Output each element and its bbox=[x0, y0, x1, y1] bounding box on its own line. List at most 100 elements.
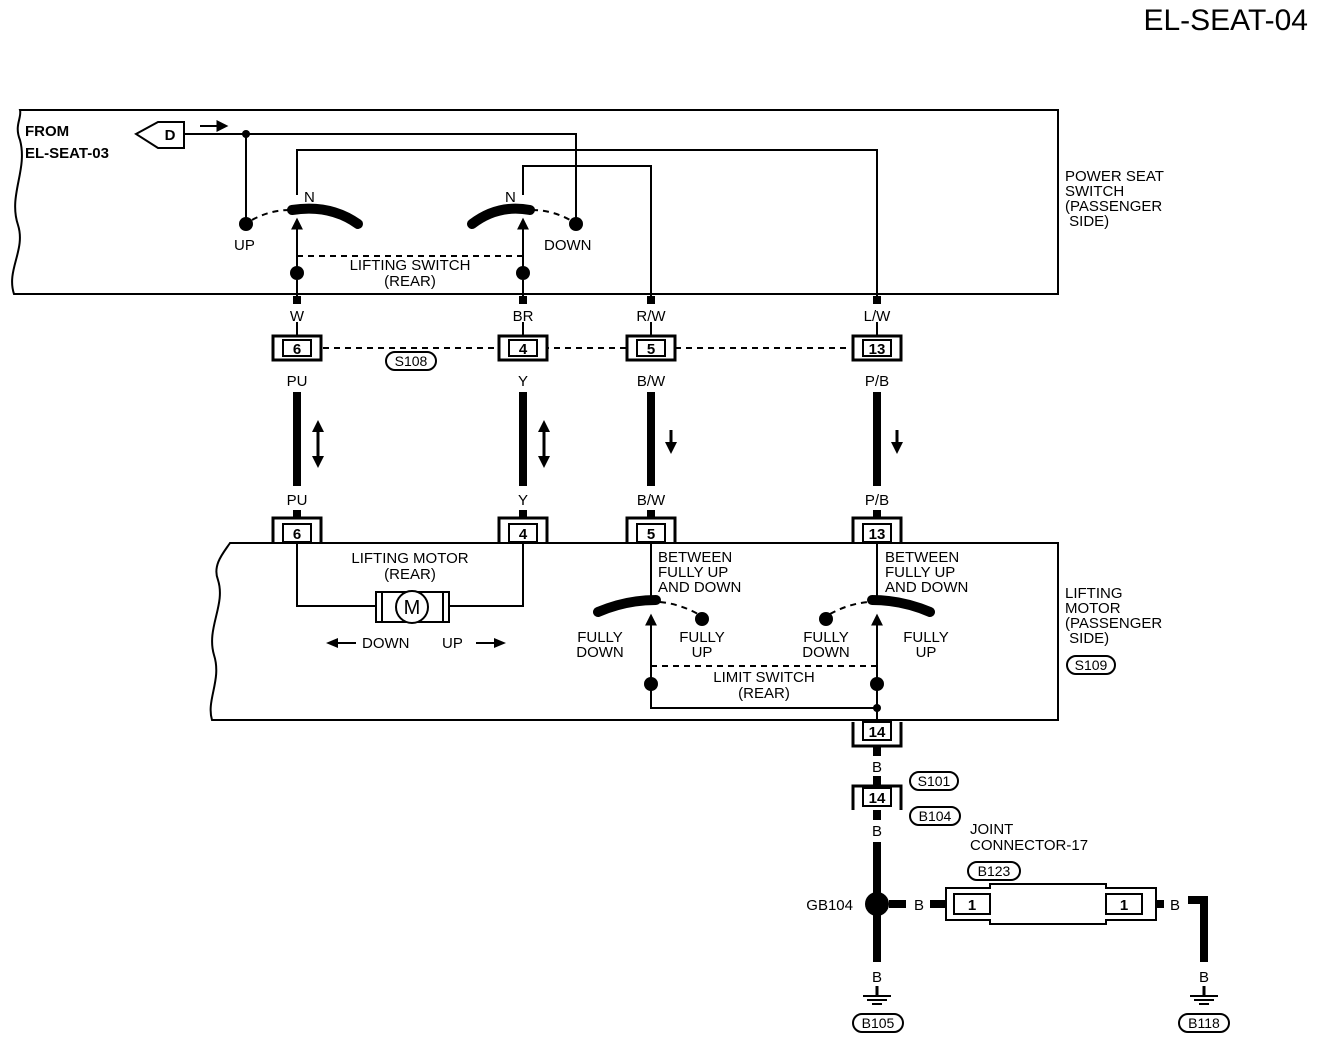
svg-text:13: 13 bbox=[869, 341, 886, 358]
svg-text:SWITCH: SWITCH bbox=[1065, 183, 1124, 200]
wire-internal-rw bbox=[522, 165, 652, 296]
switch-box-outline bbox=[11, 109, 1059, 295]
fully-down-label-right: FULLY DOWN bbox=[802, 629, 850, 661]
motor-symbol: M bbox=[375, 590, 450, 624]
pin-s108-4: 4 bbox=[497, 334, 549, 362]
svg-text:4: 4 bbox=[519, 341, 528, 358]
pin-s109-5: 5 bbox=[625, 516, 677, 543]
wire-color-w: W bbox=[290, 308, 305, 325]
svg-text:S101: S101 bbox=[918, 773, 951, 789]
motor-up-label: UP bbox=[442, 635, 463, 652]
pin-s109-14: 14 bbox=[851, 721, 903, 748]
fully-up-label-right: FULLY UP bbox=[903, 629, 949, 661]
limit-arm-left bbox=[593, 595, 661, 617]
wire-motor-loop bbox=[296, 542, 376, 607]
wire-color-b-4: B bbox=[1170, 897, 1180, 914]
pin-s109-4: 4 bbox=[497, 516, 549, 543]
limit-switch-name-line2: (REAR) bbox=[738, 685, 790, 702]
pin-s109-6: 6 bbox=[271, 516, 323, 543]
svg-text:DOWN: DOWN bbox=[576, 644, 624, 661]
motor-down-label: DOWN bbox=[362, 635, 410, 652]
contact-down bbox=[569, 217, 583, 231]
svg-text:FULLY UP: FULLY UP bbox=[885, 564, 955, 581]
svg-text:B123: B123 bbox=[978, 863, 1011, 879]
neutral-label-left: N bbox=[304, 189, 315, 206]
svg-text:SIDE): SIDE) bbox=[1065, 213, 1109, 230]
svg-text:14: 14 bbox=[869, 724, 886, 741]
svg-text:13: 13 bbox=[869, 526, 886, 543]
joint-connector-body: 1 1 bbox=[945, 883, 1157, 925]
svg-text:4: 4 bbox=[519, 526, 528, 543]
svg-text:UP: UP bbox=[692, 644, 713, 661]
wire-color-bw: B/W bbox=[637, 373, 666, 390]
switch-arm-right bbox=[467, 203, 535, 229]
fully-down-label-left: FULLY DOWN bbox=[576, 629, 624, 661]
svg-text:B104: B104 bbox=[919, 808, 952, 824]
switch-arc-left bbox=[251, 209, 291, 221]
svg-text:FULLY: FULLY bbox=[803, 629, 849, 646]
svg-text:LIFTING: LIFTING bbox=[1065, 585, 1123, 602]
wire-color-y-lower: Y bbox=[518, 492, 528, 509]
wire-color-pu-lower: PU bbox=[287, 492, 308, 509]
svg-text:FULLY: FULLY bbox=[903, 629, 949, 646]
connector-s101-label: S101 bbox=[909, 771, 959, 791]
contact-fully-up-left bbox=[695, 612, 709, 626]
fully-up-label-left: FULLY UP bbox=[679, 629, 725, 661]
down-arrow-icon bbox=[891, 430, 903, 454]
wire-d-feed bbox=[184, 133, 577, 220]
switch-name-line2: (REAR) bbox=[384, 273, 436, 290]
svg-text:5: 5 bbox=[647, 341, 655, 358]
motor-down-arrow-icon bbox=[326, 638, 356, 648]
wire-color-br: BR bbox=[513, 308, 534, 325]
joint-connector-label: JOINT CONNECTOR-17 bbox=[970, 821, 1088, 854]
wire-color-lw: L/W bbox=[864, 308, 892, 325]
svg-text:B105: B105 bbox=[862, 1015, 895, 1031]
contact-up bbox=[239, 217, 253, 231]
svg-text:1: 1 bbox=[1120, 897, 1128, 914]
down-label: DOWN bbox=[544, 237, 592, 254]
from-label: FROM bbox=[25, 123, 69, 140]
limit-arc-left bbox=[659, 601, 699, 615]
switch-arm-left bbox=[287, 203, 363, 229]
wire-color-pu: PU bbox=[287, 373, 308, 390]
svg-text:(PASSENGER: (PASSENGER bbox=[1065, 198, 1162, 215]
wire-color-b-1: B bbox=[872, 759, 882, 776]
contact-fully-down-right bbox=[819, 612, 833, 626]
limit-between-label-left: BETWEEN FULLY UP AND DOWN bbox=[658, 549, 741, 596]
motor-box-outline bbox=[209, 542, 1059, 721]
svg-text:DOWN: DOWN bbox=[802, 644, 850, 661]
limit-switch-name-line1: LIMIT SWITCH bbox=[713, 669, 814, 686]
svg-text:S109: S109 bbox=[1075, 657, 1108, 673]
wire-color-b-2: B bbox=[872, 823, 882, 840]
svg-text:6: 6 bbox=[293, 341, 301, 358]
connector-b104-label: B104 bbox=[909, 806, 961, 826]
pin-s109-13: 13 bbox=[851, 516, 903, 543]
svg-text:1: 1 bbox=[968, 897, 976, 914]
svg-text:FULLY: FULLY bbox=[577, 629, 623, 646]
switch-arc-right bbox=[531, 209, 571, 221]
wire-color-b-5: B bbox=[872, 969, 882, 986]
svg-text:UP: UP bbox=[916, 644, 937, 661]
wire-color-b-3: B bbox=[914, 897, 924, 914]
ground-symbol-icon bbox=[1190, 986, 1218, 1005]
svg-text:14: 14 bbox=[869, 790, 886, 807]
connector-d-letter: D bbox=[165, 127, 176, 144]
from-page-ref: EL-SEAT-03 bbox=[25, 145, 109, 162]
pivot-dot-right bbox=[516, 266, 530, 280]
svg-text:B118: B118 bbox=[1188, 1015, 1220, 1031]
wire-color-y: Y bbox=[518, 373, 528, 390]
motor-component-label: LIFTING MOTOR (PASSENGER SIDE) bbox=[1065, 585, 1162, 647]
down-arrow-icon bbox=[665, 430, 677, 454]
wire-color-pb-lower: P/B bbox=[865, 492, 889, 509]
ground-point-label: GB104 bbox=[806, 897, 853, 914]
svg-text:BETWEEN: BETWEEN bbox=[885, 549, 959, 566]
pin-s108-5: 5 bbox=[625, 334, 677, 362]
motor-name-line1: LIFTING MOTOR bbox=[351, 550, 468, 567]
svg-text:MOTOR: MOTOR bbox=[1065, 600, 1121, 617]
connector-s108-label: S108 bbox=[385, 351, 437, 371]
neutral-label-right: N bbox=[505, 189, 516, 206]
svg-text:JOINT: JOINT bbox=[970, 821, 1013, 838]
svg-text:FULLY: FULLY bbox=[679, 629, 725, 646]
pin-b104-14: 14 bbox=[851, 784, 903, 810]
